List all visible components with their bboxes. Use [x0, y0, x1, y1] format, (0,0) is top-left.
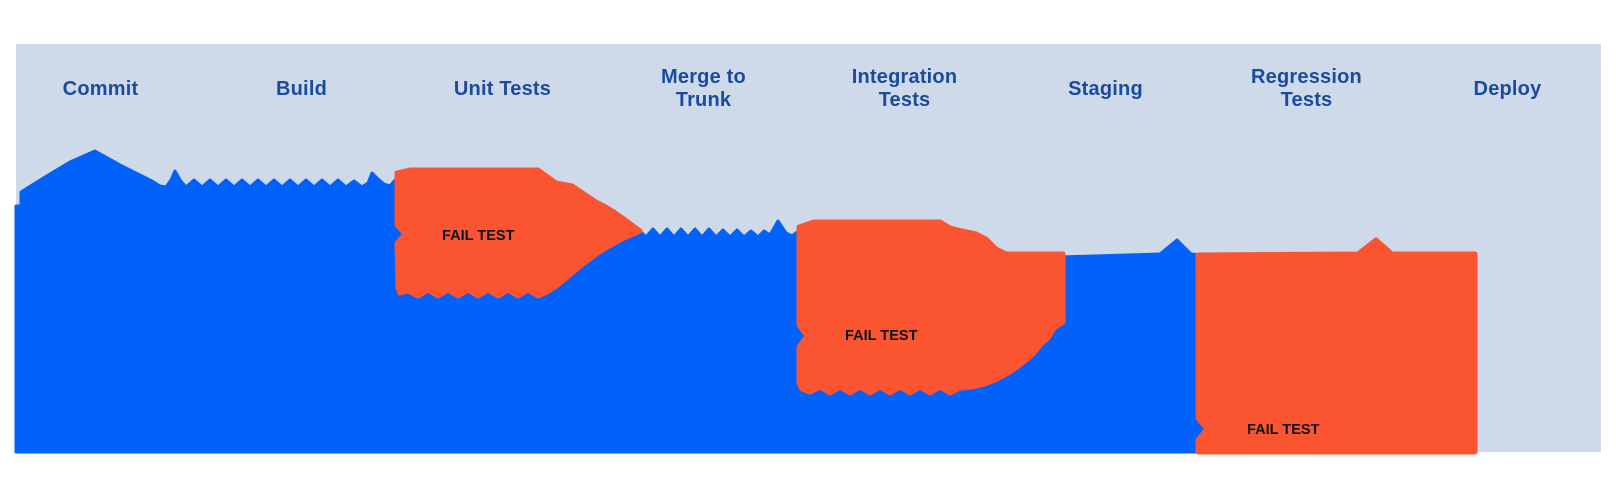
fail-region-unit-tests: [394, 167, 643, 299]
stage-label-deploy: Deploy: [1407, 64, 1608, 114]
stage-label-regression-tests-text: Regression Tests: [1251, 66, 1362, 111]
fail-test-label-integration-tests: FAIL TEST: [845, 327, 918, 344]
stage-labels-row: Commit Build Unit Tests Merge to Trunk I…: [0, 64, 1608, 114]
stage-label-unit-tests: Unit Tests: [402, 64, 603, 114]
stage-label-staging-text: Staging: [1068, 77, 1143, 100]
stage-label-commit: Commit: [0, 64, 201, 114]
stage-label-merge-to-trunk: Merge to Trunk: [603, 64, 804, 114]
stage-label-commit-text: Commit: [62, 77, 139, 100]
stage-label-deploy-text: Deploy: [1473, 77, 1542, 100]
stage-label-build-text: Build: [276, 77, 327, 100]
stage-label-integration-tests-text: Integration Tests: [851, 66, 958, 111]
stage-label-staging: Staging: [1005, 64, 1206, 114]
fail-test-label-regression-tests: FAIL TEST: [1247, 421, 1320, 438]
fail-test-label-unit-tests: FAIL TEST: [442, 227, 515, 244]
fail-region-integration-tests: [796, 219, 1066, 396]
stage-label-integration-tests: Integration Tests: [804, 64, 1005, 114]
fail-region-regression-tests: [1195, 237, 1478, 455]
stage-label-regression-tests: Regression Tests: [1206, 64, 1407, 114]
stage-label-unit-tests-text: Unit Tests: [453, 77, 552, 100]
stage-label-build: Build: [201, 64, 402, 114]
stage-label-merge-to-trunk-text: Merge to Trunk: [661, 66, 746, 111]
